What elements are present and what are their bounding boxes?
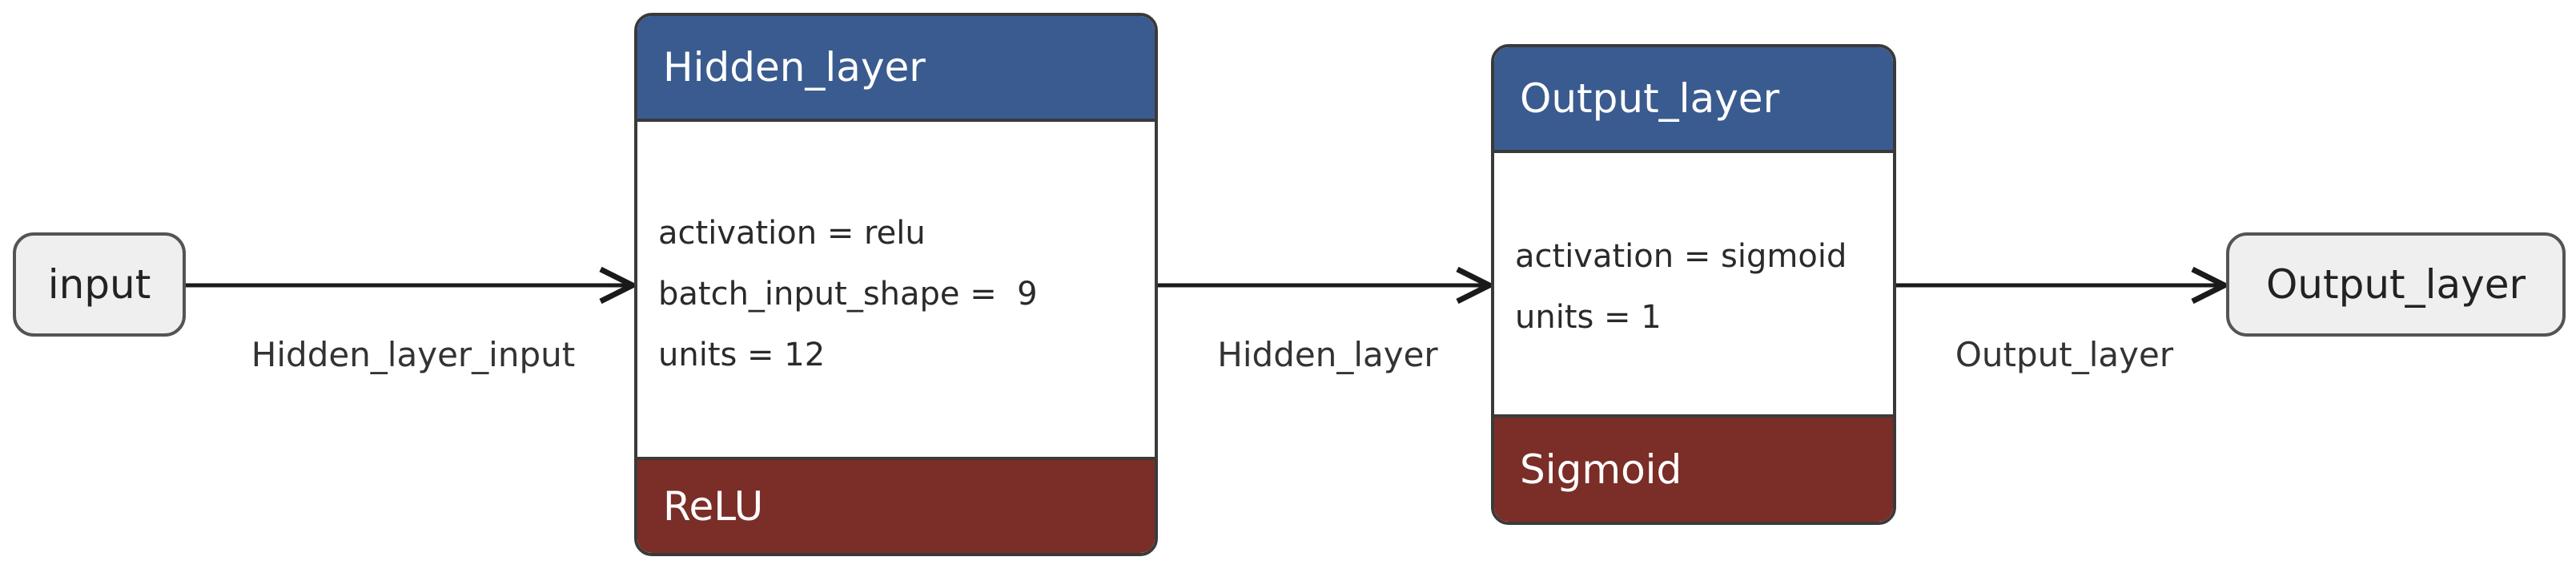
output-node-label: Output_layer [2265,261,2526,308]
output-layer-activation-footer: Sigmoid [1494,414,1893,522]
edge-label-hidden-layer-input: Hidden_layer_input [251,335,576,374]
input-node-label: input [47,261,151,308]
hidden-layer-header: Hidden_layer [637,16,1155,122]
output-layer-params: activation = sigmoid units = 1 [1494,153,1893,421]
hidden-layer-param-activation: activation = relu [658,215,926,252]
edge-label-output-layer: Output_layer [1955,335,2174,374]
hidden-layer-title: Hidden_layer [663,44,926,91]
hidden-layer-activation-label: ReLU [663,483,764,530]
output-layer-activation-label: Sigmoid [1520,446,1682,493]
hidden-layer-param-batch-input-shape: batch_input_shape = 9 [658,276,1038,313]
output-layer-param-activation: activation = sigmoid [1515,238,1847,275]
edge-label-hidden-layer: Hidden_layer [1217,335,1438,374]
output-layer-title: Output_layer [1520,75,1780,122]
output-layer-param-units: units = 1 [1515,299,1662,336]
hidden-layer-param-units: units = 12 [658,337,826,373]
hidden-layer-params: activation = relu batch_input_shape = 9 … [637,122,1155,466]
hidden-layer-node[interactable]: Hidden_layer activation = relu batch_inp… [634,13,1158,556]
hidden-layer-activation-footer: ReLU [637,457,1155,553]
output-node[interactable]: Output_layer [2226,232,2566,337]
output-layer-node[interactable]: Output_layer activation = sigmoid units … [1491,44,1896,525]
output-layer-header: Output_layer [1494,47,1893,153]
input-node[interactable]: input [13,232,186,337]
